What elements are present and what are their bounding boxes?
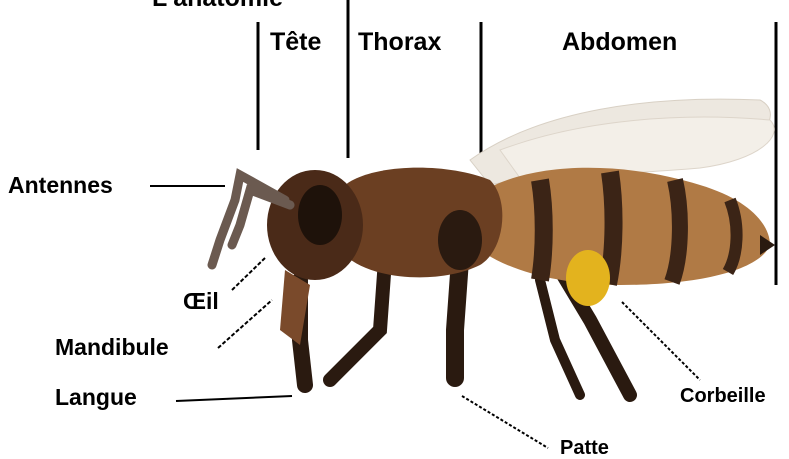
- label-basket: Corbeille: [680, 386, 766, 406]
- compound-eye: [298, 185, 342, 245]
- label-head: Tête: [270, 30, 321, 55]
- thorax-shape: [340, 168, 502, 278]
- pollen-load: [566, 250, 610, 306]
- label-eye: Œil: [183, 290, 219, 313]
- thorax-dark-patch: [438, 210, 482, 270]
- abdomen: [470, 168, 775, 285]
- label-mandible: Mandibule: [55, 336, 169, 359]
- label-antennae: Antennes: [8, 174, 113, 197]
- leader-basket: [622, 302, 700, 380]
- label-thorax: Thorax: [358, 30, 441, 55]
- abdomen-stripe-3: [672, 180, 680, 282]
- abdomen-stripe-1: [540, 180, 544, 280]
- page-title-partial: L'anatomie: [152, 0, 283, 11]
- leader-mandible: [218, 300, 272, 348]
- thorax: [340, 168, 502, 278]
- label-abdomen: Abdomen: [562, 30, 677, 55]
- middle-leg: [330, 260, 385, 380]
- leader-tongue: [176, 396, 292, 401]
- middle-leg-2: [455, 260, 460, 378]
- leader-eye: [232, 258, 265, 290]
- label-leg: Patte: [560, 438, 609, 458]
- pollen-basket: [566, 250, 610, 306]
- leader-leg: [462, 396, 548, 448]
- label-tongue: Langue: [55, 386, 137, 409]
- abdomen-stripe-2: [608, 172, 614, 284]
